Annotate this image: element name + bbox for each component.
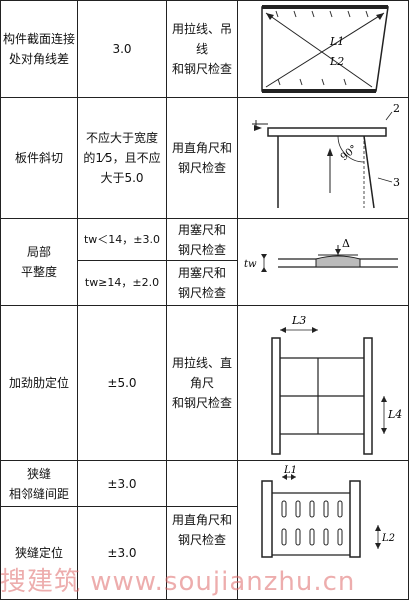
row4-item: 加劲肋定位 <box>8 376 69 390</box>
flatness-delta-label: Δ <box>342 237 350 250</box>
diagonal-l1-label: L1 <box>329 35 344 48</box>
row3-method-b: 用塞尺和 钢尺检查 <box>177 266 226 300</box>
slot-l2-label: L2 <box>381 533 395 544</box>
bevel-label-2: 2 <box>393 102 400 115</box>
row-divider-2 <box>0 218 409 219</box>
bevel-cut-diagram: 2 3 90° <box>252 102 400 209</box>
row6-item: 狭缝定位 <box>14 546 63 560</box>
row-divider-5 <box>0 506 237 507</box>
table-border-left <box>0 0 1 600</box>
row5-allowance: ±3.0 <box>107 476 137 491</box>
stiffener-diagram: L3 L4 <box>271 314 402 455</box>
row-divider-4 <box>0 460 409 461</box>
row3-allowance-b: tw≥14，±2.0 <box>84 276 160 289</box>
row2-allowance: 不应大于宽度 的1⁄5，且不应 大于5.0 <box>83 131 161 185</box>
row4-method: 用拉线、直角尺 和钢尺检查 <box>171 356 232 410</box>
stiffener-l4-label: L4 <box>387 408 402 421</box>
row4-allowance: ±5.0 <box>107 376 137 390</box>
stiffener-l3-label: L3 <box>291 314 306 327</box>
row1-item: 构件截面连接 处对角线差 <box>2 32 75 66</box>
table-border-top <box>0 0 409 1</box>
col-divider-2 <box>166 0 167 600</box>
row5-item: 狭缝 相邻缝间距 <box>8 466 69 501</box>
row56-method: 用直角尺和 钢尺检查 <box>171 513 232 547</box>
bevel-label-3: 3 <box>393 176 400 189</box>
row-divider-2b <box>77 260 237 261</box>
row-divider-3 <box>0 305 409 306</box>
row3-allowance-a: tw＜14，±3.0 <box>83 232 161 246</box>
diagonal-diagram: L1 L2 <box>261 5 389 93</box>
watermark: 搜建筑 www.soujianzhu.cn <box>0 567 356 597</box>
row-divider-1 <box>0 97 409 98</box>
col-divider-1 <box>77 0 78 600</box>
flatness-tw-label: tw <box>244 259 257 270</box>
row1-method: 用拉线、吊线 和钢尺检查 <box>171 22 232 76</box>
row2-item: 板件斜切 <box>14 151 63 165</box>
slot-diagram: L1 L2 <box>261 465 395 558</box>
row2-method: 用直角尺和 钢尺检查 <box>171 141 232 175</box>
flatness-diagram: Δ tw <box>244 237 398 272</box>
row3-item: 局部 平整度 <box>20 245 57 279</box>
slot-l1-label: L1 <box>283 465 297 476</box>
bevel-angle-label: 90° <box>339 143 360 163</box>
row3-method-a: 用塞尺和 钢尺检查 <box>177 222 226 257</box>
col-divider-3 <box>237 0 238 600</box>
row6-allowance: ±3.0 <box>107 546 137 560</box>
diagonal-l2-label: L2 <box>329 55 344 68</box>
row1-allowance: 3.0 <box>112 42 132 56</box>
